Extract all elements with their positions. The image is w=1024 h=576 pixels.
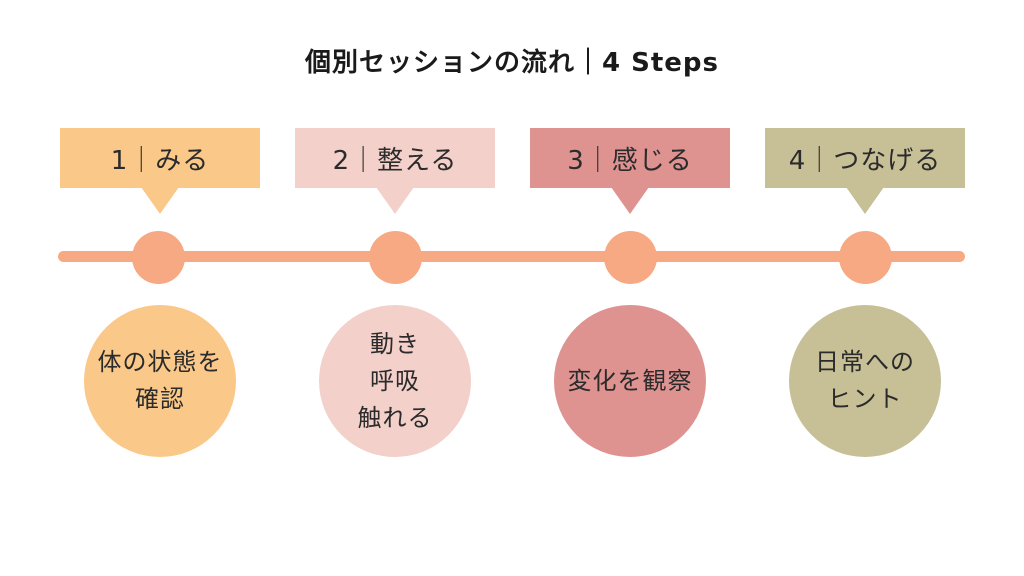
diagram-title: 個別セッションの流れ｜4 Steps [304,48,720,78]
step-3-detail-circle: 変化を観察 [554,305,706,457]
step-2-bubble-tail [376,187,414,214]
step-3-label: 3｜感じる [567,145,693,176]
step-1-detail-circle: 体の状態を 確認 [84,305,236,457]
step-2-detail-circle: 動き 呼吸 触れる [319,305,471,457]
step-2-detail-line: 動き [370,329,420,358]
step-4-label: 4｜つなげる [788,145,942,176]
step-4-detail-line: 日常への [815,348,915,376]
step-2-label: 2｜整える [332,145,458,176]
step-1-label: 1｜みる [110,145,210,176]
timeline-dot-2 [369,231,422,284]
timeline-dot-4 [839,231,892,284]
timeline-dot-3 [604,231,657,284]
step-4-detail-circle: 日常への ヒント [789,305,941,457]
step-1-label-bubble: 1｜みる [60,128,260,188]
step-3-detail-line: 変化を観察 [567,366,693,395]
timeline-line [58,251,965,262]
step-1-bubble-tail [141,187,179,214]
step-1-detail-line: 体の状態を [97,348,223,376]
timeline-dot-1 [132,231,185,284]
step-3-label-bubble: 3｜感じる [530,128,730,188]
step-2-label-bubble: 2｜整える [295,128,495,188]
step-2-detail-line: 呼吸 [370,366,420,395]
step-4-label-bubble: 4｜つなげる [765,128,965,188]
step-4-bubble-tail [846,187,884,214]
step-1-detail-line: 確認 [135,385,185,413]
step-2-detail-line: 触れる [357,403,433,432]
step-4-detail-line: ヒント [827,385,903,413]
step-3-bubble-tail [611,187,649,214]
